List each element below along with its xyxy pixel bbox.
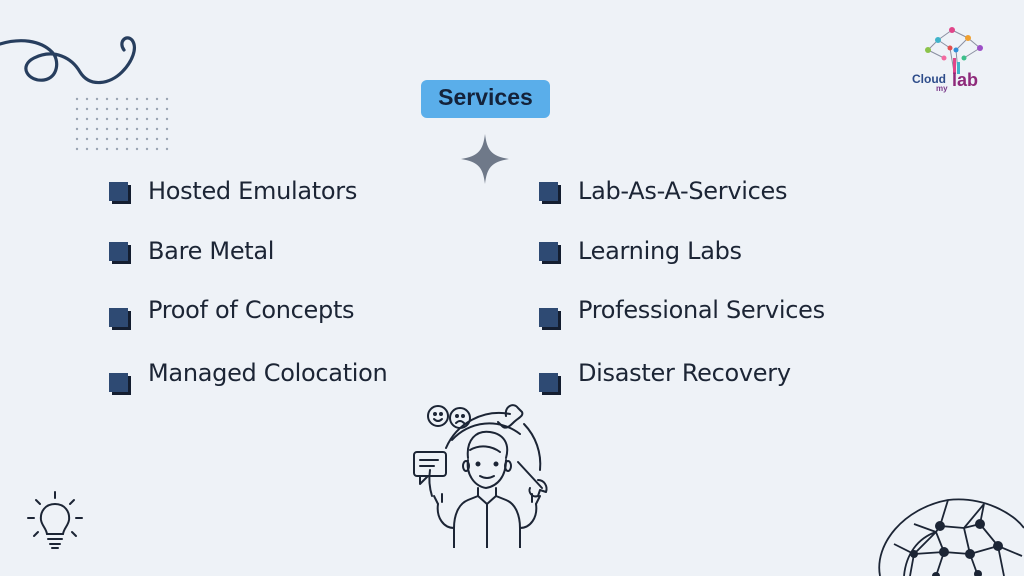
bullet-square-icon [109,242,128,261]
service-item-professional-services: Professional Services [539,296,879,330]
bullet-square-icon [539,308,558,327]
squiggle-decoration [0,36,136,85]
sparkle-star-icon [461,134,509,184]
service-label: Hosted Emulators [148,177,358,205]
service-item-learning-labs: Learning Labs [539,237,859,271]
logo-word-my: my [936,84,948,93]
service-item-hosted-emulators: Hosted Emulators [109,177,409,211]
bullet-square-icon [109,308,128,327]
service-label: Learning Labs [578,237,742,265]
bullet-square-icon [539,242,558,261]
service-label: Managed Colocation [148,359,388,387]
logo-word-lab: lab [952,70,979,90]
lightbulb-icon [27,491,83,549]
cloudmylab-logo: Cloud my lab [910,26,994,96]
bullet-square-icon [109,182,128,201]
service-label: Lab-As-A-Services [578,177,788,205]
service-item-bare-metal: Bare Metal [109,237,409,271]
service-label: Disaster Recovery [578,359,791,387]
neural-network-decoration [878,498,1024,576]
logo-network-icon [925,27,983,74]
support-person-illustration [413,404,548,548]
service-label: Bare Metal [148,237,275,265]
logo-word-cloud: Cloud [912,72,946,86]
services-badge: Services [421,80,550,118]
service-item-proof-of-concepts: Proof of Concepts [109,296,409,330]
service-label: Proof of Concepts [148,296,355,324]
bullet-square-icon [539,182,558,201]
service-item-managed-colocation: Managed Colocation [109,359,429,393]
service-item-lab-as-a-services: Lab-As-A-Services [539,177,859,211]
dot-grid-decoration [75,97,169,151]
bullet-square-icon [539,373,558,392]
service-label: Professional Services [578,296,825,324]
service-item-disaster-recovery: Disaster Recovery [539,359,859,393]
bullet-square-icon [109,373,128,392]
